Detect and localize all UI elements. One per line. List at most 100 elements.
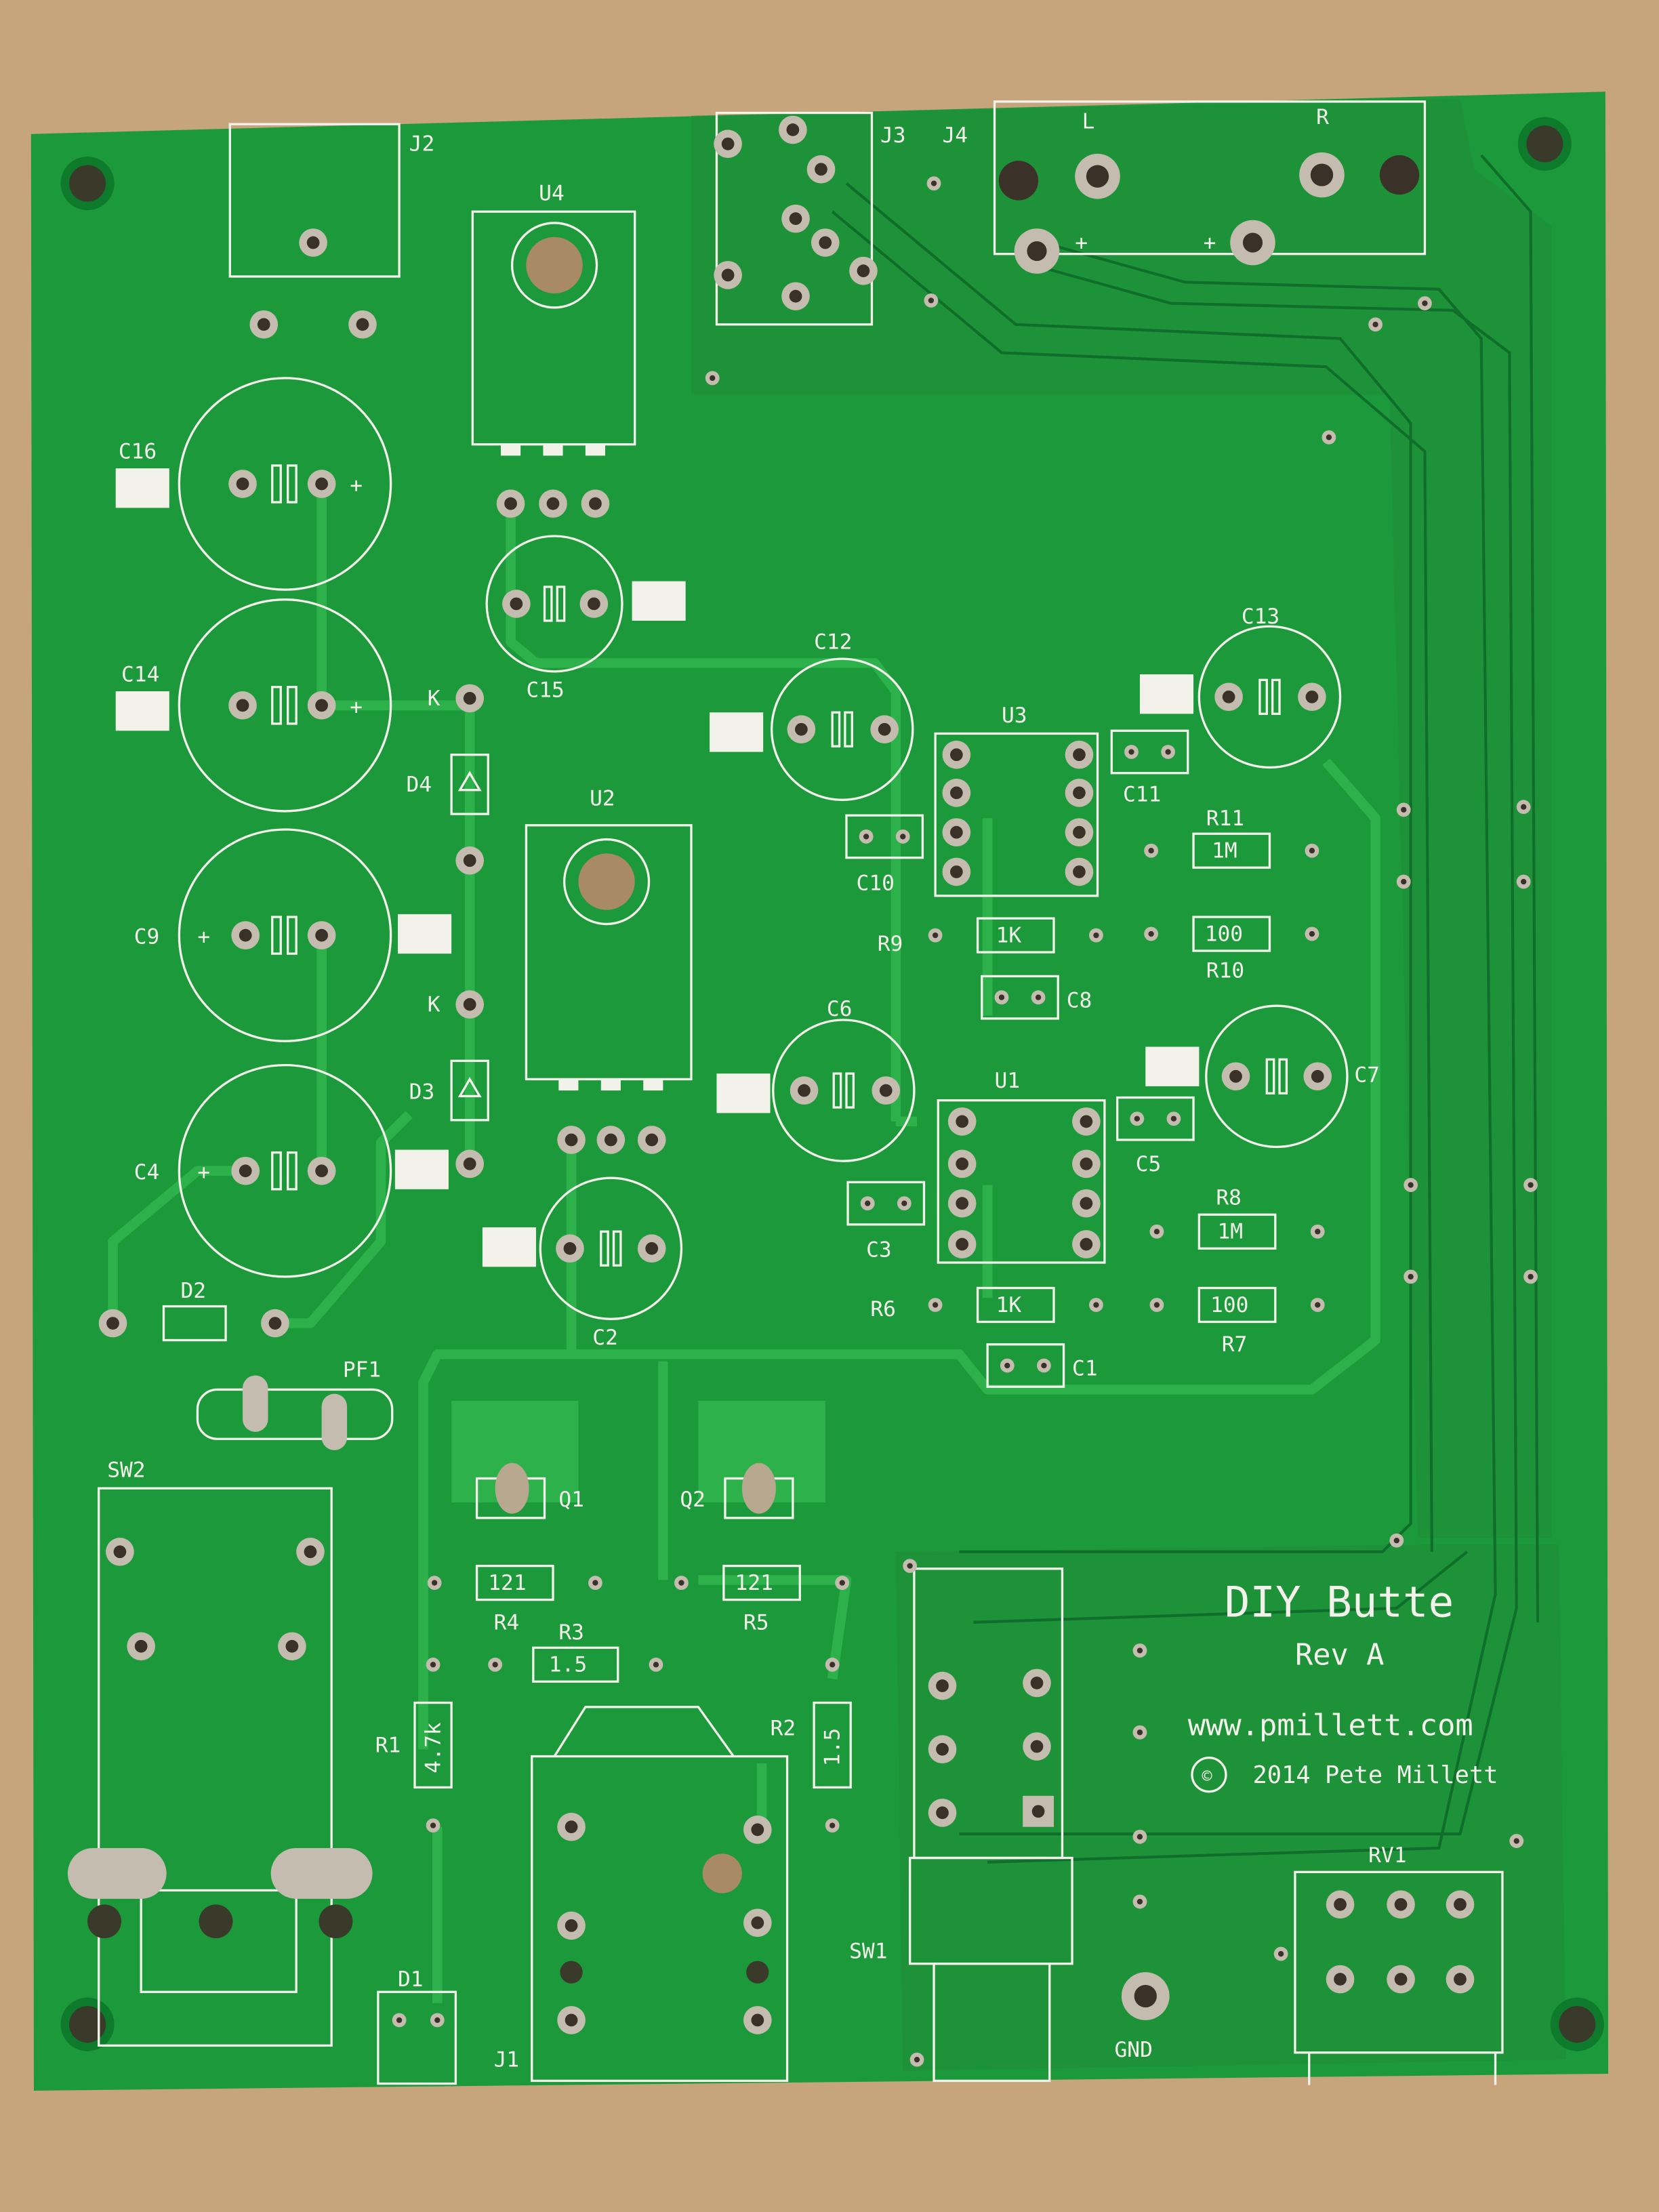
- label-u2: U2: [590, 787, 615, 811]
- board-copyright: 2014 Pete Millett: [1252, 1761, 1498, 1789]
- label-r1: R1: [375, 1733, 401, 1757]
- switch-sw1: SW1: [849, 1568, 1073, 2083]
- label-pf1: PF1: [343, 1358, 381, 1382]
- label-c2: C2: [592, 1326, 618, 1350]
- board-revision: Rev A: [1295, 1637, 1385, 1672]
- mounting-hole: [60, 157, 115, 211]
- label-u4: U4: [539, 182, 565, 206]
- label-c4: C4: [134, 1160, 160, 1185]
- value-r1: 4.7k: [421, 1722, 445, 1773]
- value-r5: 121: [735, 1571, 773, 1595]
- board-branding: DIY Butte Rev A www.pmillett.com © 2014 …: [1188, 1578, 1498, 1793]
- label-r10: R10: [1206, 959, 1244, 983]
- label-d3: D3: [409, 1080, 435, 1105]
- value-r2: 1.5: [821, 1728, 845, 1766]
- value-r7: 100: [1210, 1293, 1248, 1317]
- label-d4: D4: [407, 773, 432, 797]
- value-r9: 1K: [996, 924, 1022, 948]
- label-r3: R3: [558, 1620, 584, 1645]
- label-r11: R11: [1206, 806, 1244, 831]
- label-u3: U3: [1002, 703, 1027, 728]
- label-j1: J1: [494, 2048, 520, 2072]
- label-c3: C3: [866, 1238, 892, 1263]
- copper-pour-top: [691, 98, 1552, 1538]
- ic-u3: U3: [934, 703, 1099, 897]
- board-website: www.pmillett.com: [1188, 1708, 1473, 1742]
- label-r7: R7: [1222, 1332, 1248, 1357]
- label-c15: C15: [526, 678, 564, 702]
- regulator-u4: U4: [471, 182, 636, 518]
- label-c10: C10: [857, 872, 895, 896]
- capacitor-c15: C15: [485, 535, 686, 702]
- label-c14: C14: [121, 662, 159, 687]
- capacitor-c6: C6: [716, 997, 916, 1162]
- value-r3: 1.5: [549, 1653, 587, 1677]
- label-plus: +: [197, 925, 210, 949]
- label-u1: U1: [995, 1069, 1021, 1093]
- label-gnd: GND: [1114, 2038, 1152, 2062]
- capacitor-c4: C4 +: [134, 1063, 449, 1278]
- transistor-q1: Q1: [451, 1401, 584, 1519]
- label-c7: C7: [1354, 1063, 1380, 1088]
- capacitor-c2: C2: [482, 1176, 683, 1350]
- label-j4: J4: [943, 123, 968, 148]
- label-c1: C1: [1072, 1357, 1098, 1381]
- connector-j3-j4: J3 J4 L R + +: [714, 100, 1427, 326]
- label-r8: R8: [1216, 1186, 1242, 1210]
- label-c11: C11: [1123, 782, 1161, 806]
- capacitor-c14: C14 +: [115, 598, 392, 813]
- label-r9: R9: [878, 932, 903, 956]
- label-d1: D1: [398, 1967, 424, 1992]
- mounting-hole: [1550, 1997, 1604, 2051]
- label-c5: C5: [1136, 1152, 1162, 1176]
- ic-u1: U1: [937, 1069, 1106, 1264]
- connector-j1: J1: [494, 1706, 789, 2083]
- label-d2: D2: [180, 1279, 206, 1303]
- label-l: L: [1082, 109, 1095, 134]
- label-sw1: SW1: [849, 1939, 887, 1963]
- value-r4: 121: [488, 1571, 526, 1595]
- transistor-q2: Q2: [680, 1401, 825, 1519]
- label-k: K: [428, 687, 441, 711]
- capacitor-c13: C13: [1139, 605, 1342, 769]
- connector-j2: J2: [228, 123, 435, 339]
- label-r6: R6: [870, 1297, 896, 1322]
- value-r6: 1K: [996, 1293, 1022, 1317]
- copyright-symbol: ©: [1202, 1766, 1213, 1786]
- label-plus: +: [1075, 230, 1088, 255]
- value-r8: 1M: [1217, 1220, 1243, 1244]
- polyfuse-pf1: PF1: [196, 1358, 394, 1450]
- capacitor-c7: C7: [1145, 1004, 1380, 1149]
- label-c12: C12: [814, 630, 852, 655]
- label-c9: C9: [134, 925, 160, 949]
- potentiometer-rv1: RV1: [1294, 1843, 1504, 2085]
- label-sw2: SW2: [107, 1458, 145, 1482]
- mounting-hole: [1517, 117, 1572, 171]
- label-r5: R5: [743, 1610, 769, 1635]
- label-j2: J2: [409, 132, 435, 157]
- label-q2: Q2: [680, 1488, 705, 1512]
- value-r10: 100: [1205, 922, 1243, 946]
- small-capacitors: C11 C10 C8 C5 C3 C1: [845, 729, 1195, 1388]
- label-c6: C6: [827, 997, 853, 1021]
- label-plus: +: [1204, 230, 1216, 255]
- resistors: 1M R11 100 R10 1K R9 1M R8 100 R7 1K R6 …: [375, 806, 1325, 1833]
- label-c16: C16: [119, 440, 157, 464]
- label-rv1: RV1: [1368, 1843, 1406, 1868]
- diodes: K D4 K D3 D2 D1: [98, 684, 489, 2085]
- capacitor-c16: C16 +: [115, 377, 392, 591]
- gnd-test-point: GND: [1114, 1972, 1170, 2062]
- capacitor-c12: C12: [710, 630, 914, 801]
- mounting-hole: [60, 1997, 115, 2051]
- label-k: K: [428, 993, 441, 1017]
- label-plus: +: [350, 473, 363, 497]
- label-r4: R4: [494, 1610, 520, 1635]
- label-plus: +: [350, 695, 363, 719]
- board-title: DIY Butte: [1225, 1578, 1454, 1627]
- label-q1: Q1: [558, 1488, 584, 1512]
- label-plus: +: [197, 1160, 210, 1185]
- label-j3: J3: [880, 123, 906, 148]
- value-r11: 1M: [1212, 839, 1237, 863]
- capacitor-c9: C9 +: [134, 828, 452, 1042]
